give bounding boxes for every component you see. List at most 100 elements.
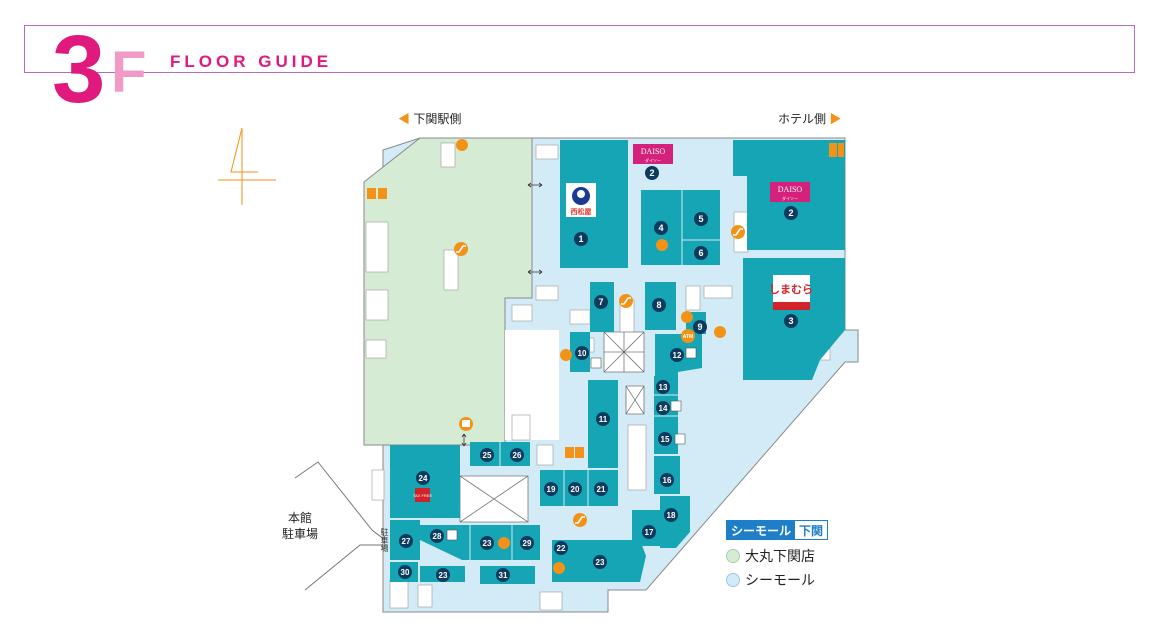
shop-badge-19[interactable]: 19 [544,482,558,496]
baby-room-icon [590,357,602,369]
shop-badge-circle [658,432,672,446]
shop-badge-number: 3 [788,316,793,326]
shop-badge-12[interactable]: 12 [670,348,684,362]
shop-badge-6[interactable]: 6 [694,246,708,260]
shop-badge-number: 21 [597,485,606,494]
shop-badge-5[interactable]: 5 [694,212,708,226]
shop-badge-circle [594,482,608,496]
restroom-icon [681,311,693,323]
shop-badge-24[interactable]: 24 [416,471,430,485]
atrium-voids [459,331,645,523]
legend-swatch-seamall [726,573,740,587]
shop-badge-26[interactable]: 26 [510,448,524,462]
direction-right: ホテル側 ▶ [778,110,841,127]
shop-badge-18[interactable]: 18 [664,508,678,522]
shop-badge-circle [693,320,707,334]
shop-badge-circle [544,482,558,496]
shop-badge-13[interactable]: 13 [656,380,670,394]
shop-badge-circle [594,295,608,309]
legend-item-daimaru: 大丸下関店 [726,546,815,566]
escalator-icon [619,294,633,308]
shop-badge-25[interactable]: 25 [480,448,494,462]
shop-badge-circle [593,555,607,569]
shop-badge-23[interactable]: 23 [480,536,494,550]
shop-badge-number: 12 [673,351,682,360]
shop-badge-14[interactable]: 14 [656,401,670,415]
shop-badge-31[interactable]: 31 [496,568,510,582]
shop-badge-number: 6 [698,248,703,258]
baby-room-icon [446,529,458,541]
shop-badge-16[interactable]: 16 [660,473,674,487]
shop-badge-7[interactable]: 7 [594,295,608,309]
approach-lines [294,461,386,591]
taxfree-icon [498,537,510,549]
shop-badge-circle [575,346,589,360]
elevator-icon [459,417,473,431]
svg-text:DAISO: DAISO [641,147,666,156]
shop-badge-number: 29 [523,539,532,548]
shop-badge-1[interactable]: 1 [574,232,588,246]
shop-badge-29[interactable]: 29 [520,536,534,550]
svg-text:TAX FREE: TAX FREE [413,493,433,498]
shop-badge-number: 15 [661,435,670,444]
shop-badge-15[interactable]: 15 [658,432,672,446]
shop-badge-3[interactable]: 3 [784,314,798,328]
shop-badge-circle [642,525,656,539]
shop-badge-21[interactable]: 21 [594,482,608,496]
shimamura-logo[interactable]: しまむら [769,275,813,310]
shop-badge-number: 27 [402,537,411,546]
shop-badge-circle [480,448,494,462]
shop-badge-30[interactable]: 30 [398,565,412,579]
shop-badge-8[interactable]: 8 [652,298,666,312]
nishimatsuya-logo[interactable]: 西松屋 [566,183,596,217]
shop-badge-23[interactable]: 23 [436,568,450,582]
taxfree-icon [553,562,565,574]
shop-badge-number: 13 [659,383,668,392]
shop-badge-circle [430,529,444,543]
daiso-top-logo[interactable]: DAISO ダイソー [633,144,673,164]
parking-vertical-label: 駐車場 [380,528,389,552]
baby-room-icon [674,433,686,445]
floor-number: 3 [52,16,105,123]
shop-badge-2[interactable]: 2 [784,206,798,220]
floor-letter: F [111,40,147,105]
shop-badge-circle [652,298,666,312]
shop-badge-number: 30 [401,568,410,577]
shop-dividers [469,190,720,560]
shop-badge-number: 16 [663,476,672,485]
right-arrow-icon: ▶ [829,112,842,126]
header-frame [24,25,1135,73]
shop-badge-number: 7 [598,297,603,307]
legend-item-seamall: シーモール [726,570,815,590]
taxfree-icon [456,139,468,151]
shop-badge-27[interactable]: 27 [399,534,413,548]
shop-badge-circle [510,448,524,462]
shop-badge-circle [656,401,670,415]
svg-text:ATM: ATM [683,334,693,340]
shop-badge-number: 17 [645,528,654,537]
shop-badge-23[interactable]: 23 [593,555,607,569]
svg-text:しまむら: しまむら [769,283,813,296]
shop-badge-22[interactable]: 22 [554,541,568,555]
baby-room-icon [685,347,697,359]
floor-selector-4-icon[interactable] [218,127,276,205]
shop-badge-28[interactable]: 28 [430,529,444,543]
shop-badge-2[interactable]: 2 [645,166,659,180]
shop-badge-11[interactable]: 11 [596,412,610,426]
shop-badge-10[interactable]: 10 [575,346,589,360]
taxfree-icon [656,239,668,251]
shop-badge-circle [399,534,413,548]
restroom-icon [829,143,844,157]
shop-badge-17[interactable]: 17 [642,525,656,539]
shop-badge-circle [694,212,708,226]
shop-badge-number: 1 [578,234,583,244]
shop-badge-20[interactable]: 20 [568,482,582,496]
shop-badge-4[interactable]: 4 [654,221,668,235]
shop-badge-9[interactable]: 9 [693,320,707,334]
daiso-right-logo[interactable]: DAISO ダイソー [770,182,810,202]
shop-badge-number: 23 [483,539,492,548]
escalator-icon [731,225,745,239]
shop-badge-circle [398,565,412,579]
